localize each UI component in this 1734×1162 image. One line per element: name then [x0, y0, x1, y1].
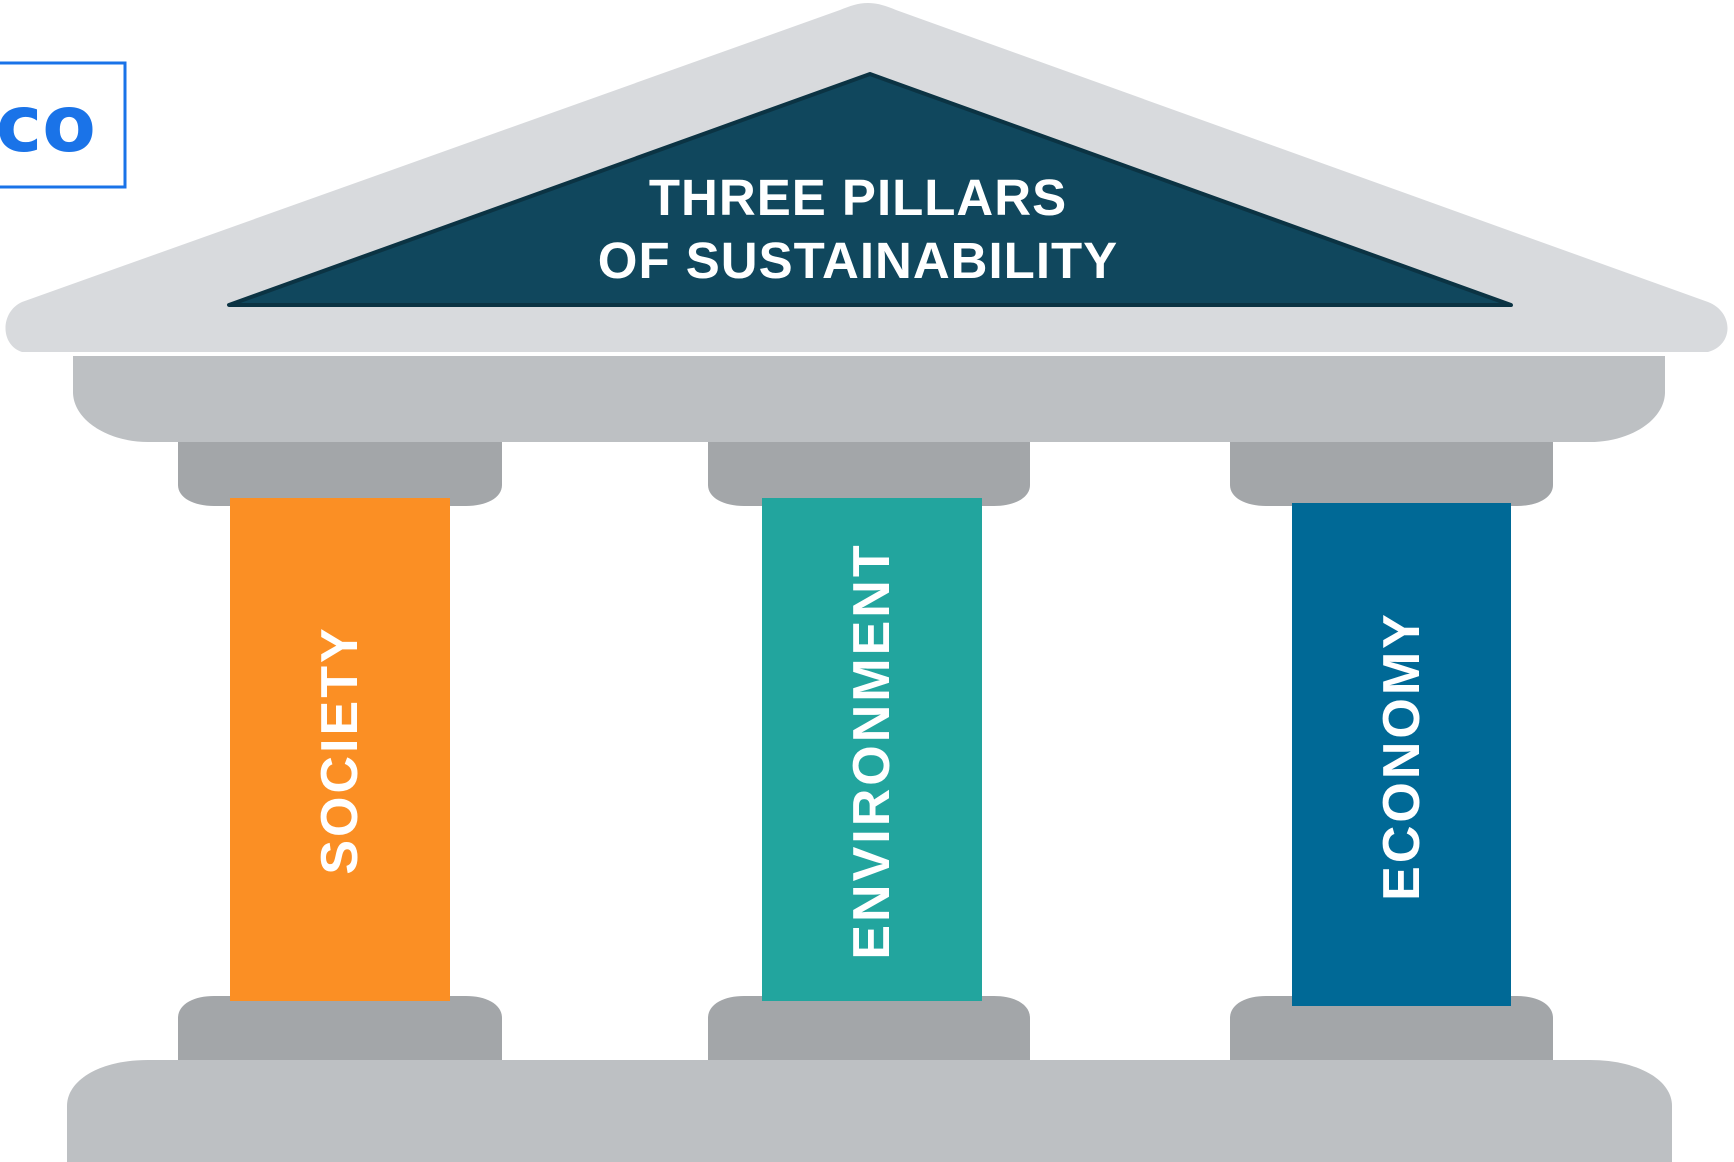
pediment	[227, 72, 1513, 307]
pillar-society	[230, 498, 450, 1001]
plinth-society	[178, 996, 502, 1060]
plinth-economy	[1230, 996, 1553, 1060]
entablature	[73, 356, 1665, 442]
plinth-environment	[708, 996, 1030, 1060]
capital-economy	[1230, 442, 1553, 506]
pillar-label-society: SOCIETY	[311, 625, 369, 874]
base-platform	[67, 1060, 1672, 1162]
heading-line-2: OF SUSTAINABILITY	[598, 232, 1118, 289]
heading-line-1: THREE PILLARS	[649, 169, 1067, 226]
capital-environment	[708, 442, 1030, 506]
pillar-economy	[1292, 503, 1511, 1006]
capital-society	[178, 442, 502, 506]
pillar-environment	[762, 498, 982, 1001]
pillar-label-economy: ECONOMY	[1373, 611, 1431, 901]
logo-frame	[0, 61, 127, 189]
logo: co	[0, 61, 127, 189]
pillar-label-environment: ENVIRONMENT	[843, 542, 901, 959]
logo-text: co	[0, 80, 96, 170]
